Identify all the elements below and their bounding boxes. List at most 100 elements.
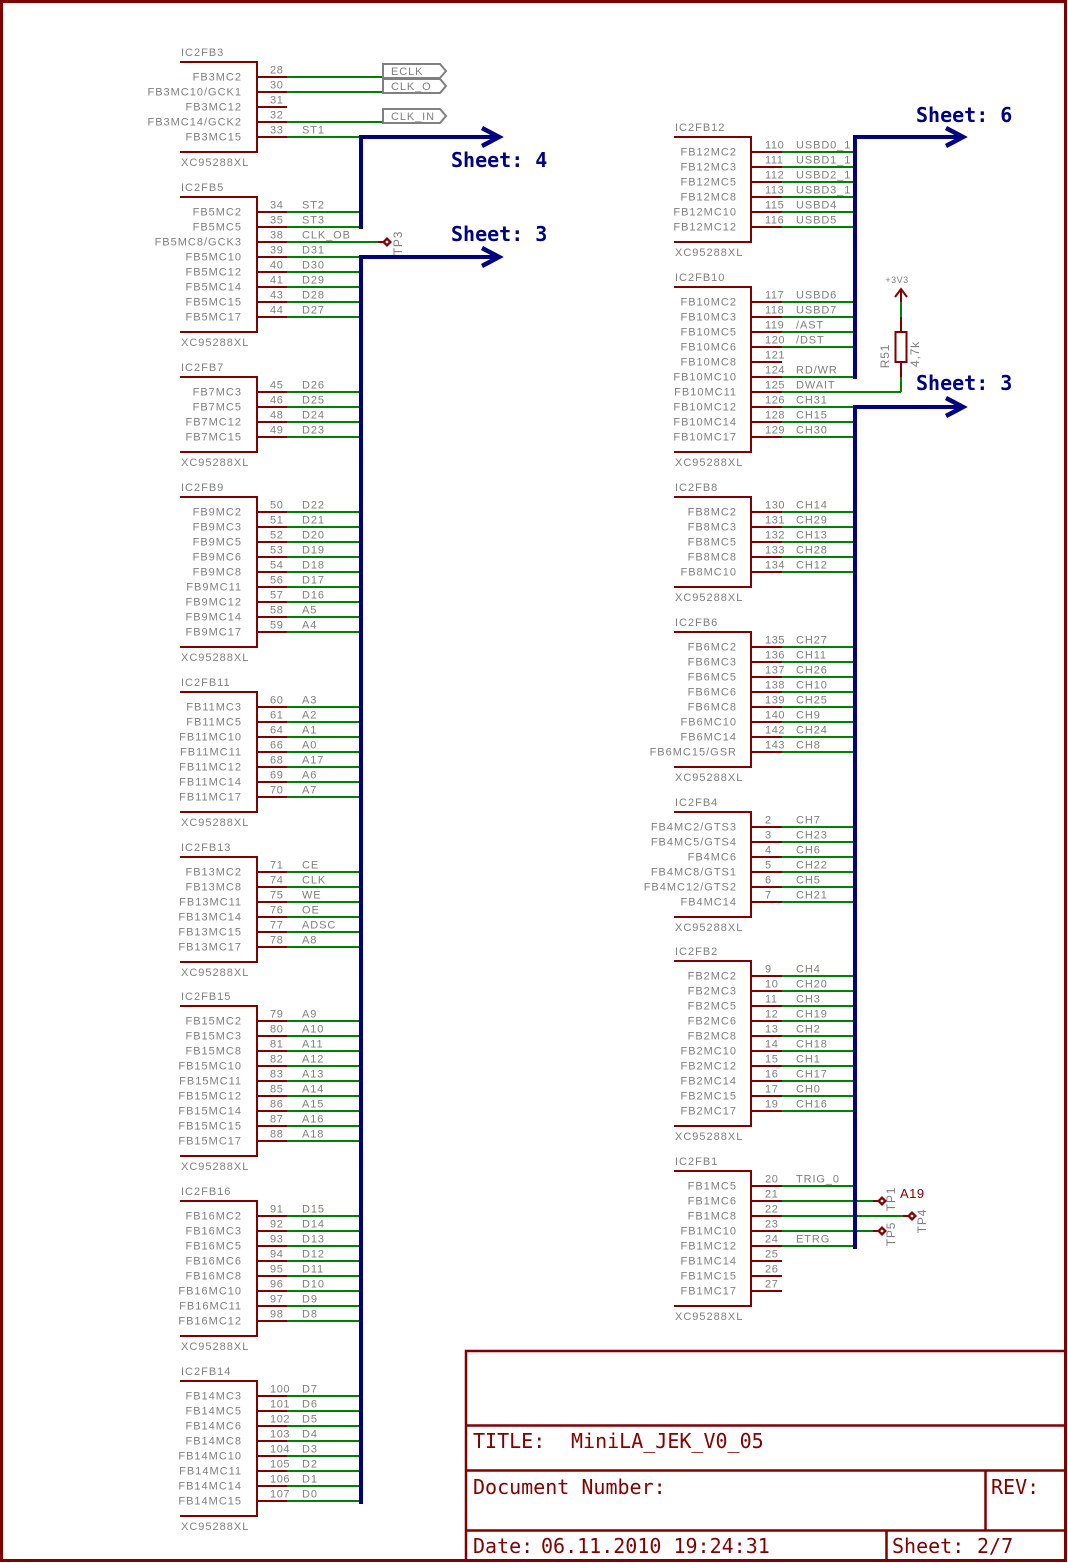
bus-to-sheet: Sheet: 3	[359, 222, 547, 1504]
net-name: ST1	[302, 125, 325, 137]
pin-number: 91	[270, 1204, 283, 1216]
net-name: CH2	[796, 1024, 821, 1036]
pin-name: FB1MC12	[680, 1241, 737, 1253]
net-name: DWAIT	[796, 380, 836, 392]
pin-number: 94	[270, 1249, 283, 1261]
pin-name: FB7MC15	[185, 432, 242, 444]
net-name: D20	[302, 530, 325, 542]
ic-reference: IC2FB14	[181, 1366, 231, 1378]
pin-name: FB6MC6	[688, 687, 737, 699]
pin-name: FB16MC12	[178, 1316, 242, 1328]
pin-name: FB9MC14	[185, 612, 242, 624]
pin-name: FB8MC8	[688, 552, 737, 564]
pin-name: FB3MC15	[185, 132, 242, 144]
net-name: A14	[302, 1084, 324, 1096]
net-name: CH0	[796, 1084, 821, 1096]
net-name: D10	[302, 1279, 325, 1291]
pin-number: 43	[270, 290, 283, 302]
net-name: ST2	[302, 200, 325, 212]
pin-number: 82	[270, 1054, 283, 1066]
pin-name: FB14MC3	[185, 1391, 242, 1403]
title-block: TITLE: MiniLA_JEK_V0_05 Document Number:…	[464, 1349, 1067, 1562]
ic-reference: IC2FB6	[675, 617, 718, 629]
net-name: A10	[302, 1024, 324, 1036]
pin-number: 115	[765, 200, 784, 212]
pin-name: FB9MC17	[185, 627, 242, 639]
pin-number: 17	[765, 1084, 778, 1096]
pin-number: 64	[270, 725, 283, 737]
pin-name: FB14MC6	[185, 1421, 242, 1433]
pin-name: FB10MC2	[680, 297, 737, 309]
ic-part-name: XC95288XL	[675, 592, 743, 604]
pin-number: 28	[270, 65, 283, 77]
pin-number: 88	[270, 1129, 283, 1141]
pin-name: FB2MC6	[688, 1016, 737, 1028]
pin-number: 142	[765, 725, 785, 737]
ic-part-name: XC95288XL	[181, 457, 249, 469]
pin-number: 117	[765, 290, 784, 302]
pin-number: 50	[270, 500, 283, 512]
pin-number: 6	[765, 875, 772, 887]
pin-number: 16	[765, 1069, 778, 1081]
bus-to-sheet: Sheet: 4	[359, 126, 547, 229]
supply-arrow-icon	[894, 287, 908, 298]
pin-name: FB16MC8	[185, 1271, 242, 1283]
pin-number: 98	[270, 1309, 283, 1321]
ic-part-name: XC95288XL	[181, 1341, 249, 1353]
net-name: A4	[302, 620, 317, 632]
pin-name: FB11MC17	[179, 792, 242, 804]
pin-name: FB11MC14	[179, 777, 242, 789]
resistor-reference: R51	[878, 344, 892, 368]
pin-number: 7	[765, 890, 772, 902]
pin-number: 137	[765, 665, 785, 677]
net-name: CH11	[796, 650, 827, 662]
ic-outline	[674, 1170, 752, 1307]
pin-number: 58	[270, 605, 283, 617]
pin-name: FB8MC5	[688, 537, 737, 549]
net-name: /DST	[796, 335, 825, 347]
net-name: CH25	[796, 695, 828, 707]
net-name: CH6	[796, 845, 821, 857]
pin-number: 38	[270, 230, 283, 242]
ic-part-name: XC95288XL	[675, 922, 743, 934]
pin-number: 92	[270, 1219, 283, 1231]
pin-name: FB12MC2	[680, 147, 737, 159]
ic-part-name: XC95288XL	[675, 247, 743, 259]
net-name: D11	[302, 1264, 324, 1276]
pin-name: FB9MC12	[185, 597, 242, 609]
net-name: D29	[302, 275, 325, 287]
net-name: CH30	[796, 425, 828, 437]
pin-name: FB12MC12	[673, 222, 737, 234]
pin-name: FB12MC8	[680, 192, 737, 204]
pin-name: FB15MC17	[178, 1136, 242, 1148]
net-name: CLK_OB	[302, 230, 351, 242]
net-label-text: CLK_IN	[391, 111, 435, 123]
pin-number: 83	[270, 1069, 283, 1081]
ic-part-name: XC95288XL	[181, 157, 249, 169]
pin-number: 10	[765, 979, 778, 991]
pin-name: FB12MC10	[673, 207, 737, 219]
net-label-flag	[382, 108, 448, 124]
